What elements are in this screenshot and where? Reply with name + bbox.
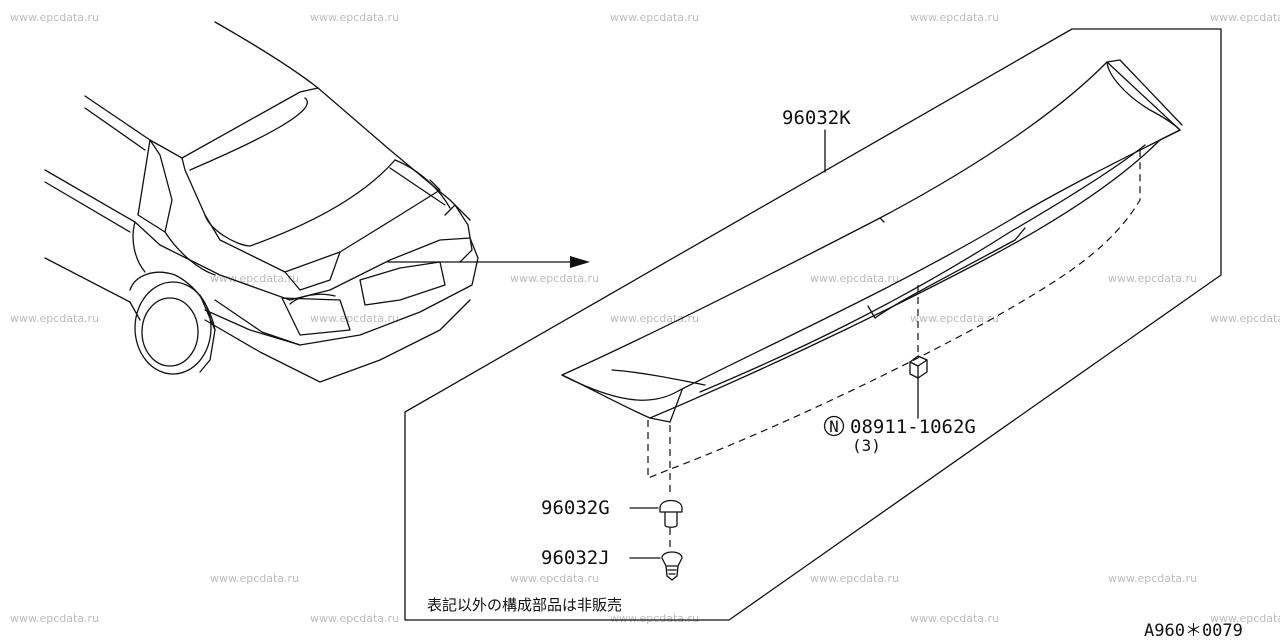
watermark: www.epcdata.ru	[810, 572, 899, 585]
watermark: www.epcdata.ru	[10, 612, 99, 625]
parts-frame	[404, 28, 1222, 621]
watermark: www.epcdata.ru	[610, 312, 699, 325]
rear-spoiler	[561, 59, 1183, 423]
nut-prefix: N	[829, 417, 839, 436]
part-number-nut: 08911-1062G	[850, 416, 976, 438]
watermark: www.epcdata.ru	[1108, 572, 1197, 585]
watermark: www.epcdata.ru	[510, 572, 599, 585]
watermark: www.epcdata.ru	[910, 312, 999, 325]
nut	[909, 355, 928, 419]
watermark-layer: www.epcdata.ru www.epcdata.ru www.epcdat…	[10, 11, 1280, 625]
watermark: www.epcdata.ru	[310, 612, 399, 625]
watermark: www.epcdata.ru	[210, 272, 299, 285]
watermark: www.epcdata.ru	[10, 312, 99, 325]
watermark: www.epcdata.ru	[310, 11, 399, 24]
watermark: www.epcdata.ru	[1210, 11, 1280, 24]
note-text: 表記以外の構成部品は非販売	[427, 596, 622, 614]
watermark: www.epcdata.ru	[610, 11, 699, 24]
direction-arrow	[387, 256, 590, 268]
watermark: www.epcdata.ru	[910, 612, 999, 625]
part-number-spoiler: 96032K	[782, 107, 851, 129]
watermark: www.epcdata.ru	[1210, 312, 1280, 325]
watermark: www.epcdata.ru	[510, 272, 599, 285]
nut-quantity: (3)	[852, 436, 881, 455]
arrowhead-icon	[570, 256, 590, 268]
part-number-grommet: 96032J	[541, 547, 610, 569]
car-rear-illustration	[44, 21, 479, 383]
part-number-nut-group: N 08911-1062G (3)	[823, 415, 976, 455]
grommet-clip	[629, 551, 683, 581]
diagram-code: A960＊0079	[1144, 621, 1243, 640]
watermark: www.epcdata.ru	[210, 572, 299, 585]
watermark: www.epcdata.ru	[1210, 612, 1280, 625]
hidden-lines	[647, 148, 1141, 550]
watermark: www.epcdata.ru	[10, 11, 99, 24]
watermark: www.epcdata.ru	[310, 312, 399, 325]
part-number-bolt: 96032G	[541, 497, 610, 519]
n-circle-icon	[823, 415, 845, 437]
watermark: www.epcdata.ru	[1108, 272, 1197, 285]
bolt-clip	[629, 499, 683, 528]
watermark: www.epcdata.ru	[910, 11, 999, 24]
watermark: www.epcdata.ru	[610, 612, 699, 625]
watermark: www.epcdata.ru	[810, 272, 899, 285]
